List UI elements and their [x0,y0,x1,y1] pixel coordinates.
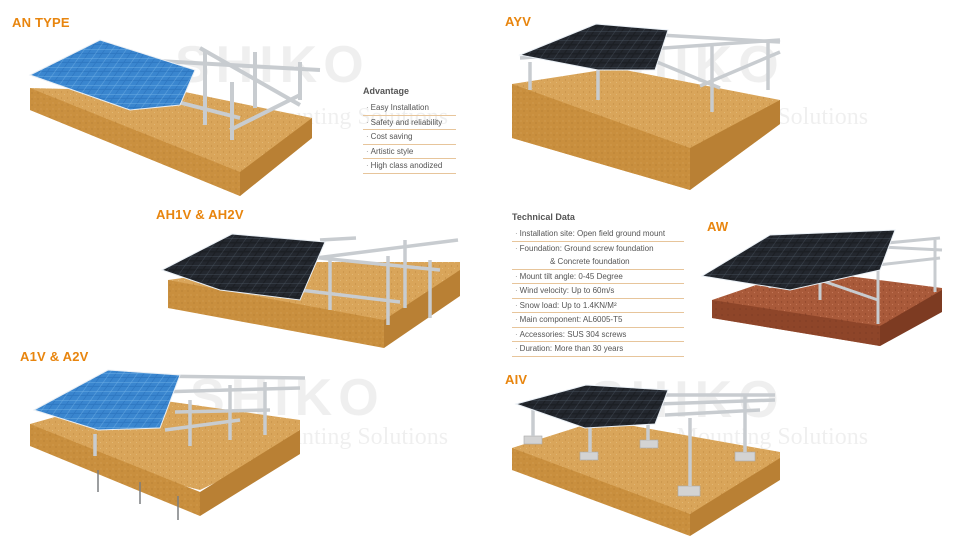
list-item: ·Artistic style [363,145,456,159]
aw-illustration [700,229,943,346]
technical-heading: Technical Data [512,212,575,222]
title-aw: AW [707,219,729,234]
advantage-panel: Advantage ·Easy Installation ·Safety and… [363,86,456,174]
aiv-illustration [512,384,780,536]
list-item: ·Cost saving [363,130,456,145]
list-item: ·Installation site: Open field ground mo… [512,227,684,242]
list-item: ·Safety and reliability [363,116,456,130]
ayv-illustration [512,23,781,190]
technical-panel: Technical Data ·Installation site: Open … [512,212,684,357]
list-item: ·Wind velocity: Up to 60m/s [512,284,684,299]
a1v-illustration [30,369,306,520]
list-item: ·Mount tilt angle: 0-45 Degree [512,270,684,284]
list-item: ·Accessories: SUS 304 screws [512,328,684,342]
title-a1v: A1V & A2V [20,349,89,364]
title-an-type: AN TYPE [12,15,70,30]
list-item: ·High class anodized [363,159,456,174]
list-item: ·Snow load: Up to 1.4KN/M² [512,299,684,313]
advantage-list: ·Easy Installation ·Safety and reliabili… [363,101,456,174]
ah1v-illustration [160,233,460,348]
list-item: ·Duration: More than 30 years [512,342,684,357]
title-ah1v: AH1V & AH2V [156,207,244,222]
list-item: ·Easy Installation [363,101,456,116]
list-item: & Concrete foundation [512,255,684,270]
list-item: ·Foundation: Ground screw foundation [515,243,654,253]
title-aiv: AIV [505,372,528,387]
advantage-heading: Advantage [363,86,410,96]
an-type-illustration [28,39,321,196]
list-item: ·Main component: AL6005-T5 [512,313,684,328]
technical-list: ·Installation site: Open field ground mo… [512,227,684,357]
title-ayv: AYV [505,14,532,29]
